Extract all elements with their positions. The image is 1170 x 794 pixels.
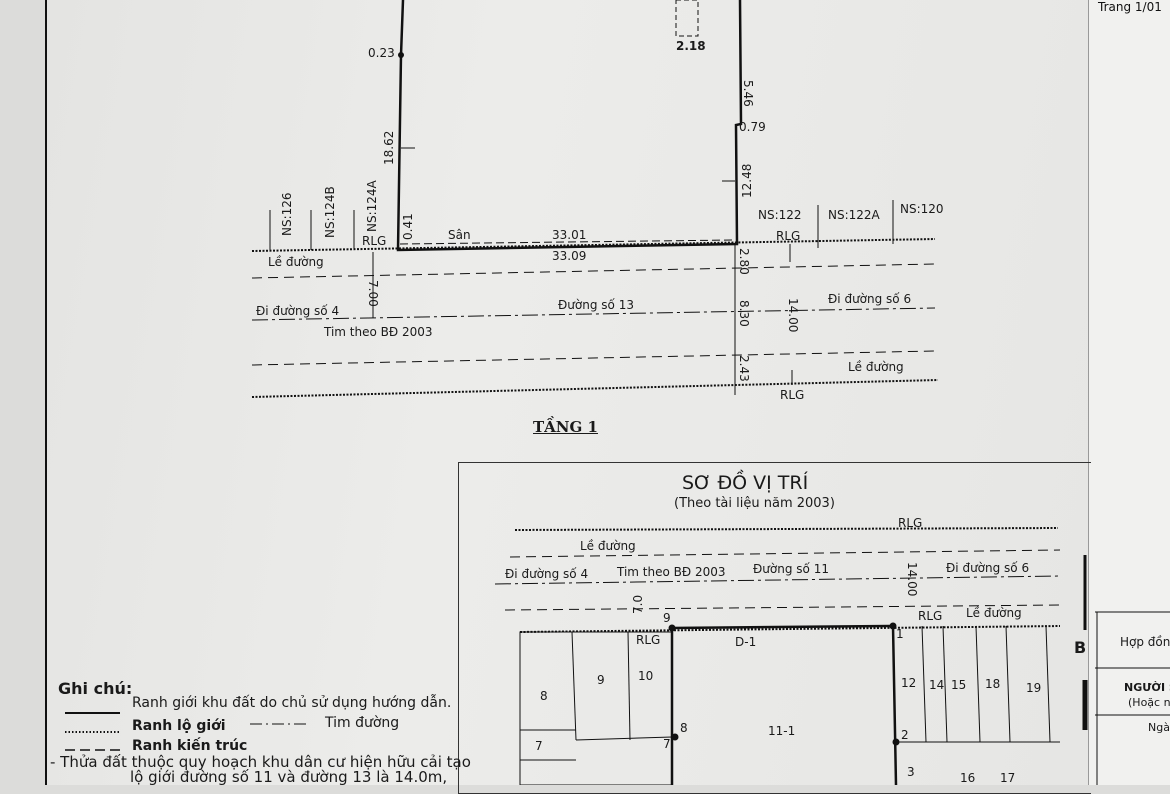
neighbor-ns120: NS:120 <box>900 202 944 216</box>
neighbor-ns124a: NS:124A <box>365 180 379 232</box>
d1-label: D-1 <box>735 635 757 649</box>
north-label: B <box>1074 638 1087 657</box>
rlg-label: RLG <box>362 234 387 248</box>
map-title: SƠ ĐỒ VỊ TRÍ <box>682 472 809 494</box>
dim-2-18: 2.18 <box>676 39 706 53</box>
width-7: 7.0 <box>631 594 645 614</box>
centerline-label: Tim theo BĐ 2003 <box>324 325 433 339</box>
lot: 18 <box>985 677 1001 691</box>
lot: 9 <box>597 673 605 687</box>
date-label: Ngà <box>1148 721 1170 734</box>
dim-2-43: 2.43 <box>737 355 751 382</box>
side-form-sheet <box>1088 0 1170 785</box>
note-road-boundary: Ranh lộ giới <box>132 718 226 734</box>
sidewalk-label: Lề đường <box>580 539 636 553</box>
dim-0-41: 0.41 <box>401 213 415 240</box>
road-11-label: Đường số 11 <box>753 562 829 576</box>
point-label: 3 <box>907 765 915 779</box>
dim-5-46: 5.46 <box>741 80 755 107</box>
location-map <box>458 462 1091 794</box>
dim-0-79: 0.79 <box>739 120 766 134</box>
note-boundary: Ranh giới khu đất do chủ sử dụng hướng d… <box>132 695 452 711</box>
dim-8-30: 8.30 <box>737 300 751 327</box>
point-label: 2 <box>901 728 909 742</box>
document-page <box>46 0 1088 785</box>
note-arch-boundary: Ranh kiến trúc <box>132 738 248 754</box>
lot: 14 <box>929 678 945 692</box>
sidewalk-label: Lề đường <box>268 255 324 269</box>
width-14: 14.00 <box>905 562 919 597</box>
notes-title: Ghi chú: <box>58 679 133 698</box>
contract-label: Hợp đồng <box>1120 635 1170 649</box>
lot: 19 <box>1026 681 1042 695</box>
note-centerline: Tim đường <box>325 715 400 731</box>
rlg-label: RLG <box>898 516 923 530</box>
dim-14-00: 14.00 <box>786 298 800 333</box>
lot: 15 <box>951 678 967 692</box>
to-road-4: Đi đường số 4 <box>505 567 589 581</box>
neighbor-ns122: NS:122 <box>758 208 802 222</box>
point-label: 9 <box>663 611 671 625</box>
yard-label: Sân <box>448 228 471 242</box>
neighbor-ns126: NS:126 <box>280 192 294 236</box>
rlg-label: RLG <box>776 229 801 243</box>
lot: 12 <box>901 676 917 690</box>
signer-note: (Hoặc n <box>1128 696 1170 709</box>
lot: 8 <box>540 689 548 703</box>
lot: 10 <box>638 669 654 683</box>
point-label: 8 <box>680 721 688 735</box>
dim-18-62: 18.62 <box>382 130 396 165</box>
to-road-6: Đi đường số 6 <box>828 292 912 306</box>
rlg-label: RLG <box>918 609 943 623</box>
dim-33-01: 33.01 <box>552 228 587 242</box>
road-13-label: Đường số 13 <box>558 298 634 312</box>
point-label: 1 <box>896 627 904 641</box>
page-marker: Trang 1/01 <box>1098 0 1162 14</box>
point-label: 7 <box>663 737 671 751</box>
lot: 7 <box>535 739 543 753</box>
centerline-label: Tim theo BĐ 2003 <box>617 565 726 579</box>
neighbor-ns122a: NS:122A <box>828 208 880 222</box>
to-road-4: Đi đường số 4 <box>256 304 340 318</box>
dim-33-09: 33.09 <box>552 249 587 263</box>
floor-title: TẦNG 1 <box>533 418 598 436</box>
neighbor-ns124b: NS:124B <box>323 186 337 238</box>
rlg-label: RLG <box>636 633 661 647</box>
lot: 16 <box>960 771 976 785</box>
signer-label: NGƯỜI S <box>1124 681 1170 694</box>
dim-0-23: 0.23 <box>368 46 395 60</box>
to-road-6: Đi đường số 6 <box>946 561 1030 575</box>
sidewalk-label: Lề đường <box>966 606 1022 620</box>
rlg-label: RLG <box>780 388 805 402</box>
dim-12-48: 12.48 <box>740 163 754 198</box>
dim-2-80: 2.80 <box>737 248 751 275</box>
map-subtitle: (Theo tài liệu năm 2003) <box>674 496 835 511</box>
sidewalk-label: Lề đường <box>848 360 904 374</box>
lot: 11-1 <box>768 724 796 738</box>
note-text-1: - Thửa đất thuộc quy hoạch khu dân cư hi… <box>50 753 471 771</box>
dim-7-00: 7.00 <box>366 280 380 307</box>
note-text-2: lộ giới đường số 11 và đường 13 là 14.0m… <box>130 768 448 786</box>
lot: 17 <box>1000 771 1016 785</box>
